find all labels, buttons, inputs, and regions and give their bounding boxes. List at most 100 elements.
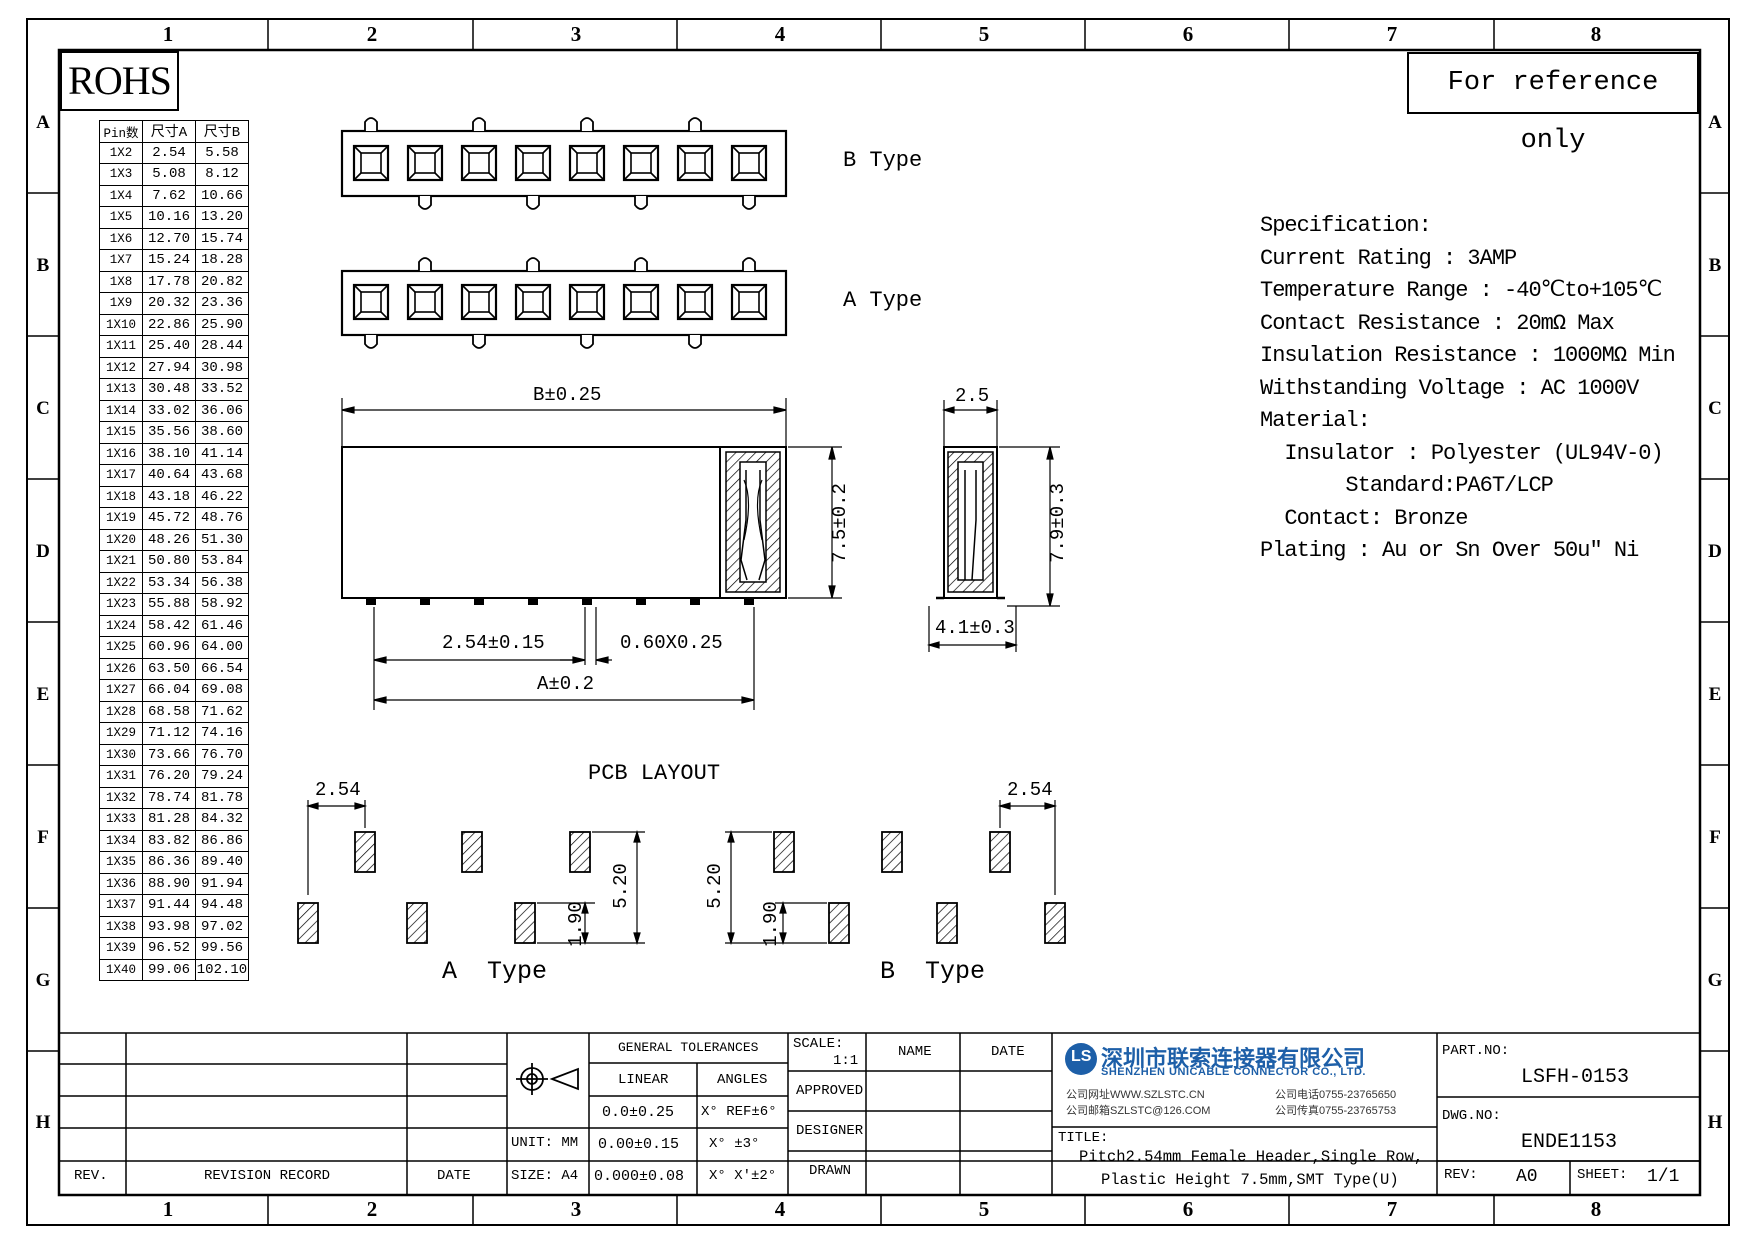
pin-table-cell: 86.36 [142,851,196,874]
part-no-value: LSFH-0153 [1521,1066,1630,1089]
pin-table-cell: 93.98 [142,915,196,938]
contact-cavity [622,283,660,321]
zone-column-label: 3 [570,1197,582,1221]
pcb-pitch-right: 2.54 [1007,779,1053,801]
name-header: NAME [898,1044,932,1060]
dwg-no-value: ENDE1153 [1521,1131,1618,1154]
zone-row-label: D [1708,541,1722,562]
zone-column-label: 5 [978,1197,990,1221]
pin-table-cell: 1X12 [99,356,143,379]
zone-row-label: G [1707,970,1723,991]
solder-tab [634,257,648,271]
solder-tab [580,117,594,131]
pin-table-cell: 71.62 [195,700,249,723]
pin-table-cell: 73.66 [142,743,196,766]
pin-table-cell: 13.20 [195,206,249,229]
zone-column-label: 2 [366,22,378,46]
company-website: 公司网址WWW.SZLSTC.CN [1066,1089,1205,1101]
solder-tab [364,117,378,131]
pin-table-cell: 15.24 [142,249,196,272]
pin-table-cell: 69.08 [195,679,249,702]
pin-table-cell: 55.88 [142,593,196,616]
zone-column-label: 7 [1386,1197,1398,1221]
pin-table-cell: 12.70 [142,227,196,250]
zone-row-label: D [36,541,50,562]
zone-row-label: F [1709,827,1721,848]
contact-cavity [568,144,606,182]
pin-table-cell: 20.82 [195,270,249,293]
drawn-label: DRAWN [809,1163,852,1179]
rev-header: REV. [74,1168,108,1184]
pin-table-cell: 25.90 [195,313,249,336]
pin-table-cell: 89.40 [195,851,249,874]
rev-value: A0 [1516,1167,1538,1187]
pin-table-cell: 38.10 [142,442,196,465]
contact-cavity [406,283,444,321]
contact-cavity [676,144,714,182]
pin-table-cell: 41.14 [195,442,249,465]
solder-tab [526,196,540,210]
pcb-pad-a: 1.90 [564,901,587,947]
pcb-a-type-label: A Type [442,957,548,986]
pin-table-cell: 58.42 [142,614,196,637]
pin-table-cell: 1X17 [99,464,143,487]
solder-tab [580,335,594,349]
solder-tab [688,117,702,131]
solder-tab [742,257,756,271]
logo-text: LS [1071,1048,1092,1065]
contact-cavity [406,144,444,182]
pcb-layout-title: PCB LAYOUT [588,761,721,786]
company-logo [1065,1043,1097,1075]
rohs-mark: ROHS [60,51,179,111]
front-pin [366,598,376,605]
rev-label: REV: [1444,1167,1478,1183]
pin-table-cell: 1X23 [99,593,143,616]
pin-table-header: Pin数 [99,120,143,143]
date-col-header: DATE [991,1044,1025,1060]
pin-table-cell: 7.62 [142,184,196,207]
solder-tab [472,117,486,131]
pin-table-cell: 99.06 [142,958,196,981]
pin-table-cell: 1X20 [99,528,143,551]
pin-table-cell: 1X28 [99,700,143,723]
pin-table-cell: 1X5 [99,206,143,229]
company-phone: 公司电话0755-23765650 [1275,1089,1397,1101]
pin-table-header: 尺寸B [195,120,249,143]
pin-table-cell: 53.84 [195,550,249,573]
reference-note: For reference only [1407,52,1699,156]
spec-line: Standard:PA6T/LCP [1260,473,1553,498]
pin-table-cell: 5.58 [195,141,249,164]
pin-table-cell: 48.76 [195,507,249,530]
company-name-en: SHENZHEN UNICABLE CONNECTOR CO., LTD. [1101,1066,1366,1078]
pin-table-cell: 1X8 [99,270,143,293]
contact-cavity [622,144,660,182]
unit-label: UNIT: MM [511,1135,579,1151]
zone-column-label: 8 [1590,1197,1602,1221]
spec-line: Insulator : Polyester (UL94V-0) [1260,440,1663,466]
zone-column-label: 7 [1386,22,1398,46]
company-name-cn: 深圳市联索连接器有限公司 [1101,1046,1366,1071]
tol-linear-1: 0.0±0.25 [602,1104,675,1121]
pin-table-cell: 91.44 [142,894,196,917]
dim-a-width: A±0.2 [537,673,595,695]
pin-table-cell: 1X2 [99,141,143,164]
angles-header: ANGLES [717,1072,768,1088]
pin-table-cell: 74.16 [195,722,249,745]
pin-table-cell: 1X26 [99,657,143,680]
spec-line: Plating : Au or Sn Over 50u" Ni [1260,538,1639,563]
pin-table-cell: 33.52 [195,378,249,401]
pin-table-cell: 1X31 [99,765,143,788]
pin-table-cell: 25.40 [142,335,196,358]
